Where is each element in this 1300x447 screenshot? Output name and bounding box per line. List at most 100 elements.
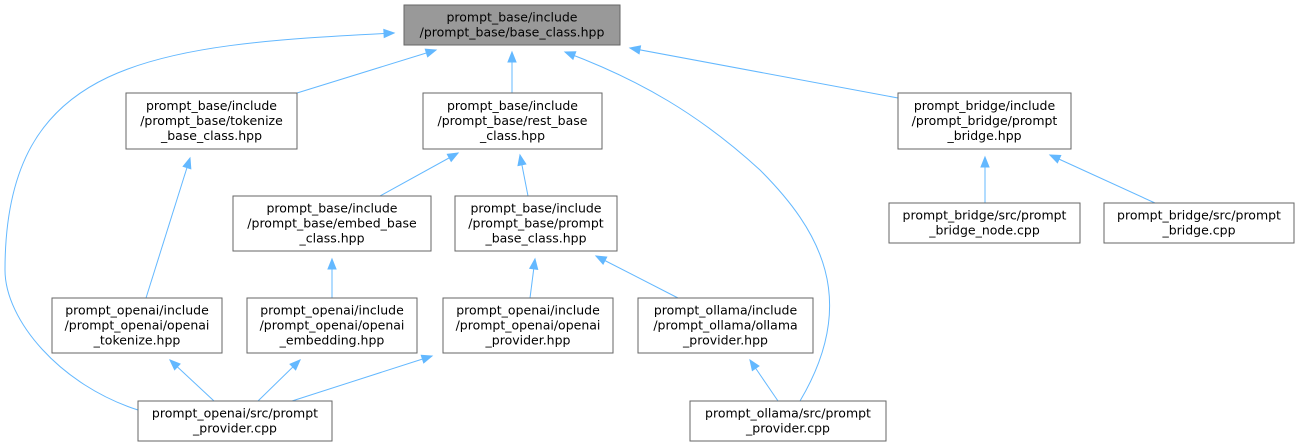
edge-ollama_provider_cpp-to-ollama_provider xyxy=(749,358,779,402)
node-label-line: _provider.cpp xyxy=(192,421,277,436)
arrow-head xyxy=(980,155,990,168)
nodes-layer: prompt_base/include/prompt_base/base_cla… xyxy=(51,4,1295,442)
node-label-line: _tokenize.hpp xyxy=(93,333,181,348)
edge-rest_base-to-base_class xyxy=(507,50,517,93)
edge-openai_provider_cpp-to-openai_provider xyxy=(291,354,434,402)
node-label-line: prompt_openai/include xyxy=(456,303,600,318)
node-label-line: _base_class.hpp xyxy=(160,128,262,143)
node-bridge_node_cpp[interactable]: prompt_bridge/src/prompt_bridge_node.cpp xyxy=(888,202,1081,244)
node-box xyxy=(137,400,333,442)
node-ollama_provider[interactable]: prompt_ollama/include/prompt_ollama/olla… xyxy=(637,297,814,354)
node-label-line: /prompt_openai/openai xyxy=(260,318,405,333)
node-rest_base[interactable]: prompt_base/include/prompt_base/rest_bas… xyxy=(422,92,603,150)
node-box xyxy=(454,195,618,252)
edges-layer xyxy=(4,28,1156,411)
edge-line xyxy=(629,47,899,99)
node-label-line: /prompt_base/prompt xyxy=(468,216,603,231)
arrow-head xyxy=(749,358,760,372)
node-box xyxy=(897,92,1072,150)
node-label-line: /prompt_bridge/prompt xyxy=(912,113,1058,128)
node-box xyxy=(689,400,887,442)
edge-line xyxy=(595,255,679,299)
node-label-line: prompt_openai/src/prompt xyxy=(152,406,318,421)
arrow-head xyxy=(182,156,192,170)
edge-prompt_base_class-to-rest_base xyxy=(517,153,529,197)
edge-ollama_provider-to-prompt_base_class xyxy=(594,255,679,299)
node-openai_provider_cpp[interactable]: prompt_openai/src/prompt_provider.cpp xyxy=(137,400,333,442)
node-label-line: prompt_base/include xyxy=(447,98,578,113)
node-label-line: /prompt_base/tokenize xyxy=(140,113,283,128)
node-bridge_hpp[interactable]: prompt_bridge/include/prompt_bridge/prom… xyxy=(897,92,1072,150)
arrow-head xyxy=(446,152,460,163)
node-label-line: /prompt_openai/openai xyxy=(456,318,601,333)
edge-line xyxy=(564,51,831,402)
node-label-line: prompt_openai/include xyxy=(260,303,404,318)
node-box xyxy=(403,4,621,46)
edge-line xyxy=(1049,154,1156,204)
arrow-head xyxy=(563,51,577,61)
edge-tokenize_base-to-base_class xyxy=(296,48,438,94)
node-box xyxy=(888,202,1081,244)
node-label-line: /prompt_base/base_class.hpp xyxy=(420,25,605,40)
node-box xyxy=(246,297,418,354)
edge-openai_provider_cpp-to-openai_embedding xyxy=(257,359,301,402)
edge-ollama_provider_cpp-to-base_class xyxy=(563,51,831,402)
node-box xyxy=(125,92,298,150)
node-box xyxy=(422,92,603,150)
node-prompt_base_class[interactable]: prompt_base/include/prompt_base/prompt_b… xyxy=(454,195,618,252)
edge-openai_provider-to-prompt_base_class xyxy=(528,257,539,299)
edge-line xyxy=(291,355,433,402)
node-label-line: prompt_openai/include xyxy=(65,303,209,318)
node-label-line: prompt_ollama/src/prompt xyxy=(705,406,871,421)
node-label-line: _provider.hpp xyxy=(682,333,768,348)
edge-openai_tokenize-to-tokenize_base xyxy=(145,156,192,299)
edge-bridge_node_cpp-to-bridge_hpp xyxy=(980,155,990,203)
node-label-line: prompt_ollama/include xyxy=(654,303,798,318)
node-label-line: _provider.hpp xyxy=(485,333,571,348)
node-openai_provider[interactable]: prompt_openai/include/prompt_openai/open… xyxy=(442,297,614,354)
arrow-head xyxy=(507,50,517,63)
edge-bridge_cpp-to-bridge_hpp xyxy=(1048,154,1156,204)
node-openai_tokenize[interactable]: prompt_openai/include/prompt_openai/open… xyxy=(51,297,223,354)
edge-openai_provider_cpp-to-openai_tokenize xyxy=(169,359,215,402)
edge-line xyxy=(296,49,437,94)
edge-bridge_hpp-to-base_class xyxy=(628,45,899,99)
node-embed_base[interactable]: prompt_base/include/prompt_base/embed_ba… xyxy=(232,195,432,252)
node-label-line: _base_class.hpp xyxy=(484,231,586,246)
arrow-head xyxy=(517,153,527,167)
edge-openai_embedding-to-embed_base xyxy=(327,257,337,298)
node-bridge_cpp[interactable]: prompt_bridge/src/prompt_bridge.cpp xyxy=(1103,202,1295,244)
arrow-head xyxy=(1048,154,1062,164)
edge-embed_base-to-rest_base xyxy=(379,152,460,197)
node-box xyxy=(232,195,432,252)
node-label-line: _class.hpp xyxy=(479,128,545,143)
node-base_class[interactable]: prompt_base/include/prompt_base/base_cla… xyxy=(403,4,621,46)
edge-openai_provider_cpp-to-base_class xyxy=(4,28,396,411)
arrow-head xyxy=(383,28,396,39)
edge-line xyxy=(145,157,191,299)
node-label-line: prompt_bridge/include xyxy=(914,98,1056,113)
node-label-line: _embedding.hpp xyxy=(279,333,385,348)
node-tokenize_base[interactable]: prompt_base/include/prompt_base/tokenize… xyxy=(125,92,298,150)
node-label-line: prompt_base/include xyxy=(266,201,397,216)
node-label-line: prompt_base/include xyxy=(470,201,601,216)
arrow-head xyxy=(289,359,301,371)
arrow-head xyxy=(628,45,642,55)
arrow-head xyxy=(169,359,181,371)
node-label-line: /prompt_base/embed_base xyxy=(247,216,417,231)
arrow-head xyxy=(420,354,434,364)
edge-line xyxy=(4,32,395,411)
node-label-line: prompt_base/include xyxy=(446,10,577,25)
arrow-head xyxy=(327,257,337,270)
node-label-line: /prompt_base/rest_base xyxy=(438,113,588,128)
node-box xyxy=(51,297,223,354)
node-label-line: _class.hpp xyxy=(298,231,364,246)
arrow-head xyxy=(528,257,539,271)
node-openai_embedding[interactable]: prompt_openai/include/prompt_openai/open… xyxy=(246,297,418,354)
node-box xyxy=(442,297,614,354)
node-label-line: prompt_base/include xyxy=(146,98,277,113)
node-label-line: _bridge.hpp xyxy=(946,128,1021,143)
node-box xyxy=(637,297,814,354)
node-ollama_provider_cpp[interactable]: prompt_ollama/src/prompt_provider.cpp xyxy=(689,400,887,442)
